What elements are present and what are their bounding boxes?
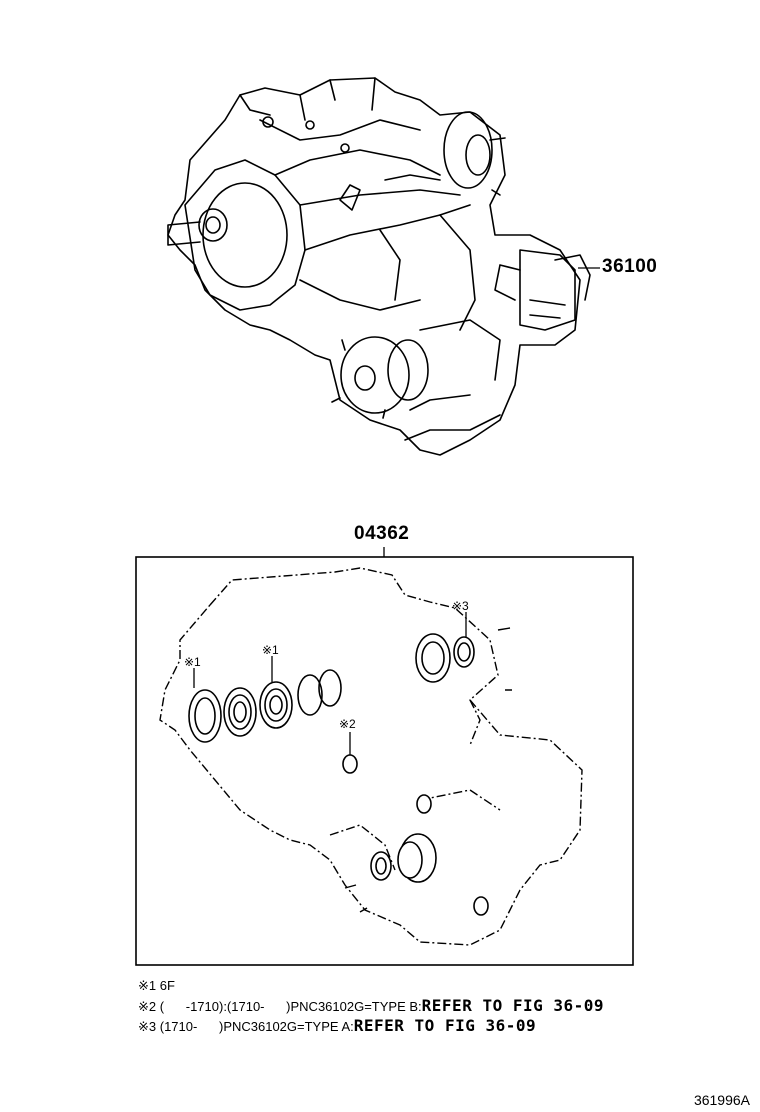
marker-1-front: ※1 (184, 655, 201, 669)
lower-oil-seal (397, 833, 437, 883)
note-2-text: ※2 ( -1710):(1710- )PNC36102G=TYPE B: (138, 999, 422, 1014)
marker-3: ※3 (452, 599, 469, 613)
part-number-04362: 04362 (354, 523, 410, 544)
snap-ring-pair (297, 669, 342, 716)
note-1: ※1 6F (138, 978, 175, 994)
kit-frame (135, 556, 634, 966)
bearing-2 (259, 681, 293, 729)
note-2: ※2 ( -1710):(1710- )PNC36102G=TYPE B:REF… (138, 996, 604, 1015)
small-seal-bottom (473, 896, 489, 916)
marker-1-bearing: ※1 (262, 643, 279, 657)
figure-code: 361996A (693, 1092, 750, 1108)
ring-rear (453, 636, 475, 668)
note-3: ※3 (1710- )PNC36102G=TYPE A:REFER TO FIG… (138, 1016, 536, 1035)
bearing-1 (223, 687, 257, 737)
note-2-reference: REFER TO FIG 36-09 (421, 996, 605, 1015)
small-seal-center (416, 794, 432, 814)
note-3-text: ※3 (1710- )PNC36102G=TYPE A: (138, 1019, 354, 1034)
o-ring (342, 754, 358, 774)
case-outline (159, 567, 583, 946)
oil-seal-front (188, 689, 222, 743)
note-1-text: ※1 6F (138, 978, 175, 993)
transfer-assembly-illustration (167, 77, 591, 456)
note-3-reference: REFER TO FIG 36-09 (353, 1016, 537, 1035)
lower-seal-small (370, 851, 392, 881)
part-number-36100: 36100 (602, 256, 658, 277)
oil-seal-rear (415, 633, 451, 683)
marker-2: ※2 (339, 717, 356, 731)
